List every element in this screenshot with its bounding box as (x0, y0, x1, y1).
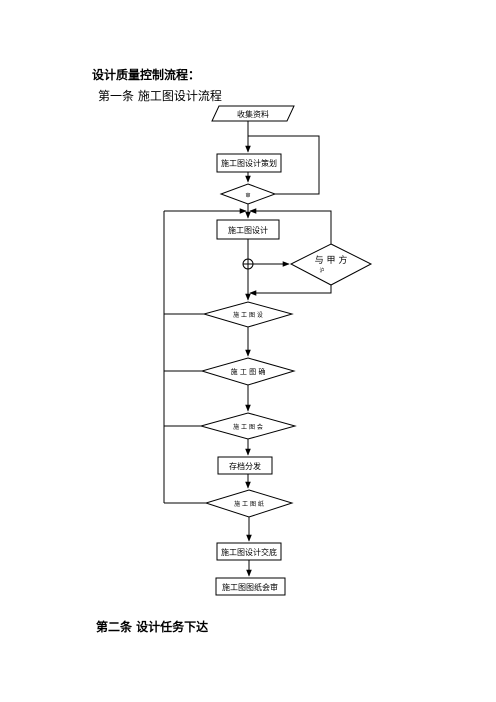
review-label: 审 (245, 192, 250, 199)
archive-label: 存档分发 (229, 461, 261, 471)
archive-node (217, 456, 273, 475)
plan-node (216, 153, 282, 173)
plan-label: 施工图设计策划 (221, 158, 277, 168)
joint-review-label: 施工图图纸会审 (222, 582, 278, 592)
decision-1-label: 施 工 图 设 (233, 311, 263, 319)
section-1-title: 第一条 施工图设计流程 (98, 89, 222, 103)
decision-3-label: 施 工 图 会 (233, 423, 263, 431)
decision-4-label: 施 工 图 纸 (234, 500, 264, 508)
joint-review-node (215, 577, 286, 596)
design-label: 施工图设计 (228, 225, 268, 235)
handover-label: 施工图设计交底 (221, 547, 277, 557)
section-2-title: 第二条 设计任务下达 (96, 620, 209, 634)
collect-data-label: 收集资料 (237, 109, 269, 119)
party-a-sub-label: 沪 (319, 267, 324, 274)
decision-2-label: 施 工 图 确 (231, 367, 266, 376)
page-heading: 设计质量控制流程： (92, 68, 201, 82)
party-a-label: 与 甲 方 (315, 254, 348, 266)
collect-data-node (211, 105, 295, 122)
